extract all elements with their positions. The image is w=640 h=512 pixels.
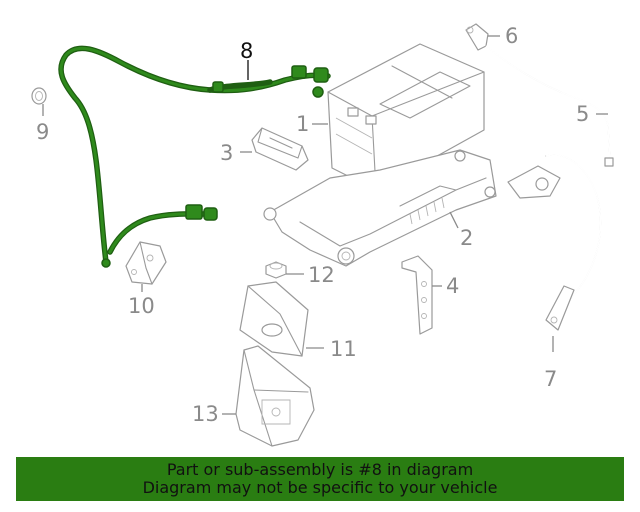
part-4-support-bracket[interactable] [401, 255, 433, 335]
callout-6[interactable]: 6 [505, 24, 518, 48]
callout-11[interactable]: 11 [330, 337, 357, 361]
callout-1[interactable]: 1 [296, 112, 309, 136]
callout-5[interactable]: 5 [576, 102, 589, 126]
callout-12[interactable]: 12 [308, 263, 335, 287]
part-11-shield[interactable] [239, 281, 309, 357]
part-3-cover[interactable] [251, 127, 309, 171]
callout-8[interactable]: 8 [240, 39, 253, 63]
callout-3[interactable]: 3 [220, 141, 233, 165]
part-13-lower-bracket[interactable] [235, 345, 315, 447]
part-2-battery-tray[interactable] [263, 149, 497, 267]
footer-banner: Part or sub-assembly is #8 in diagram Di… [16, 457, 624, 501]
part-9-grommet[interactable] [31, 87, 47, 105]
callout-13[interactable]: 13 [192, 402, 219, 426]
part-8-cable-harness[interactable] [58, 45, 331, 268]
part-10-bracket[interactable] [125, 241, 167, 285]
callout-10[interactable]: 10 [128, 294, 155, 318]
callout-2[interactable]: 2 [460, 226, 473, 250]
parts-diagram: 9 8 10 3 [31, 23, 614, 447]
leader-2 [449, 211, 459, 229]
footer-line-2: Diagram may not be specific to your vehi… [142, 478, 498, 497]
part-6-vent-elbow[interactable] [465, 23, 489, 51]
callout-9[interactable]: 9 [36, 120, 49, 144]
callout-4[interactable]: 4 [446, 274, 459, 298]
part-7-negative-cable[interactable] [507, 154, 602, 331]
footer-line-1: Part or sub-assembly is #8 in diagram [166, 460, 474, 479]
part-1-battery[interactable] [327, 43, 485, 191]
callout-7[interactable]: 7 [544, 367, 557, 391]
part-5-vent-hose[interactable] [485, 45, 614, 167]
part-12-nut[interactable] [265, 261, 287, 279]
